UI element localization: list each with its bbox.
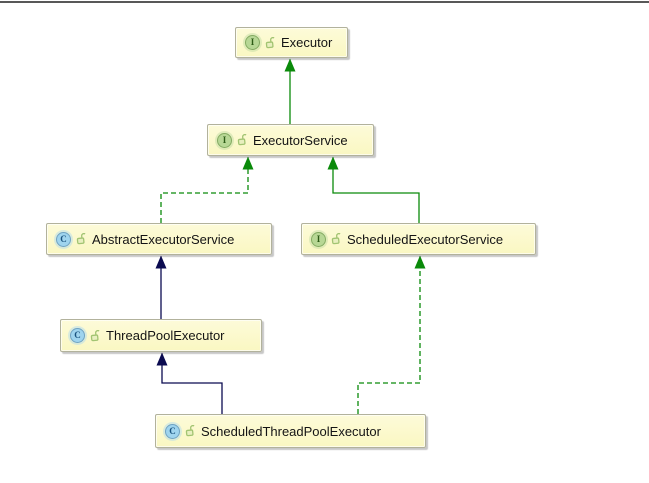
node-label: ExecutorService xyxy=(253,132,348,148)
public-open-lock-icon xyxy=(265,36,276,49)
edge-scheduledexecutorservice-extends-executorservice xyxy=(327,156,420,223)
edge-abstractexecutorservice-implements-executorservice xyxy=(160,156,254,223)
public-open-lock-icon xyxy=(90,329,101,342)
node-label: ScheduledThreadPoolExecutor xyxy=(201,423,381,439)
public-open-lock-icon xyxy=(237,134,248,146)
public-open-lock-icon xyxy=(185,425,196,437)
node-executor[interactable]: I Executor xyxy=(235,27,348,58)
edge-scheduledthreadpoolexecutor-implements-scheduledexecutorservice xyxy=(357,255,426,414)
node-scheduled-thread-pool-executor[interactable]: C ScheduledThreadPoolExecutor xyxy=(155,414,426,448)
node-scheduled-executor-service[interactable]: I ScheduledExecutorService xyxy=(301,223,536,255)
class-icon: C xyxy=(70,328,85,343)
top-divider xyxy=(0,1,649,3)
public-open-lock-icon xyxy=(76,233,87,245)
node-label: AbstractExecutorService xyxy=(92,231,235,247)
interface-icon: I xyxy=(217,132,232,148)
interface-icon: I xyxy=(245,35,260,50)
class-icon: C xyxy=(165,423,180,439)
class-icon: C xyxy=(56,231,71,247)
interface-icon: I xyxy=(311,231,326,247)
node-executor-service[interactable]: I ExecutorService xyxy=(207,124,374,156)
public-open-lock-icon xyxy=(331,233,342,245)
node-thread-pool-executor[interactable]: C ThreadPoolExecutor xyxy=(60,319,262,352)
node-label: ScheduledExecutorService xyxy=(347,231,504,247)
node-label: Executor xyxy=(281,35,333,50)
node-abstract-executor-service[interactable]: C AbstractExecutorService xyxy=(46,223,272,255)
edge-scheduledthreadpoolexecutor-extends-threadpoolexecutor xyxy=(156,352,223,414)
node-label: ThreadPoolExecutor xyxy=(106,328,225,343)
